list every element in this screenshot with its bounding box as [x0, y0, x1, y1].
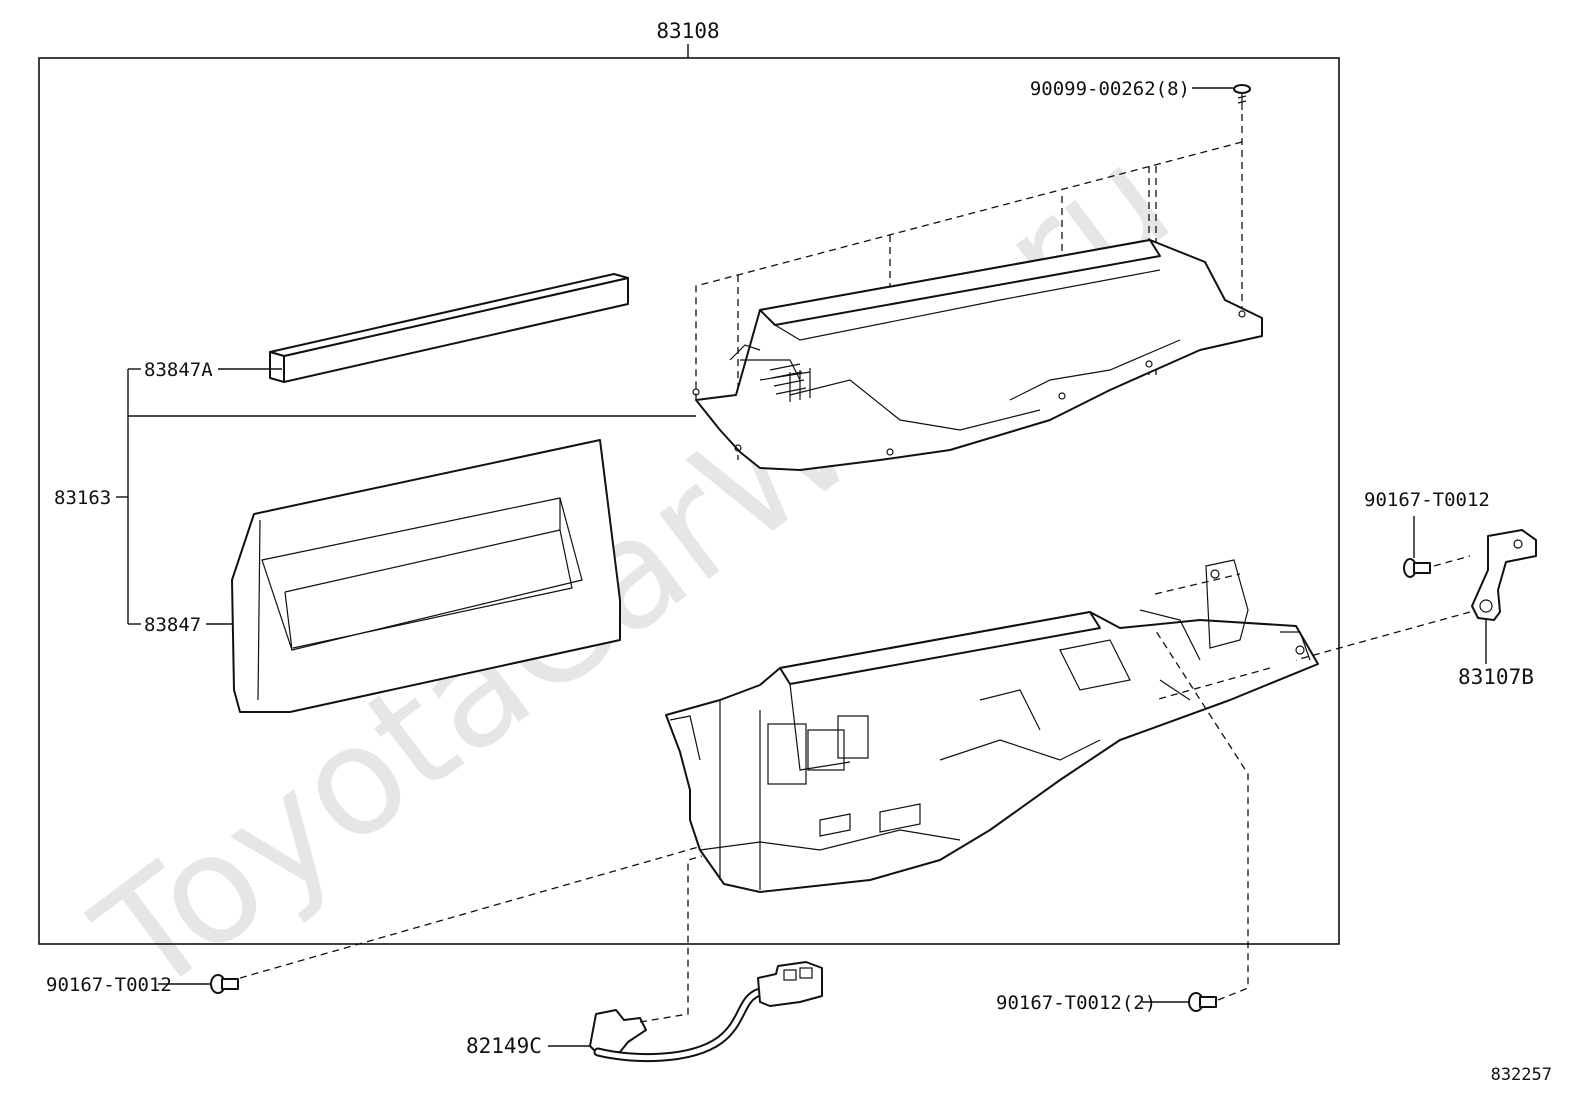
- screw-left-icon[interactable]: [210, 974, 239, 994]
- label-screw-bottom[interactable]: 90167-T0012(2): [996, 992, 1156, 1014]
- bracket-part[interactable]: [1471, 529, 1537, 621]
- label-wire-harness[interactable]: 82149C: [466, 1034, 542, 1058]
- lower-case-dashline-2: [1154, 667, 1271, 701]
- screw-right-dashline: [1433, 555, 1471, 567]
- screw-left-dashline: [239, 845, 703, 979]
- label-screw-top[interactable]: 90099-00262(8): [1030, 78, 1190, 100]
- assembly-frame: [38, 57, 1340, 945]
- label-pad-small[interactable]: 83847A: [144, 359, 213, 381]
- lower-case-dashline: [1154, 573, 1241, 595]
- screw-top-icon[interactable]: [1233, 84, 1251, 110]
- panel-group-bracket: [116, 368, 696, 625]
- window-panel-part[interactable]: [231, 439, 621, 713]
- screw-bottom-icon[interactable]: [1188, 992, 1217, 1012]
- upper-case-assembly[interactable]: [692, 239, 1263, 471]
- wire-harness-part[interactable]: [589, 961, 823, 1063]
- label-bracket[interactable]: 83107B: [1458, 665, 1534, 689]
- bracket-dashline: [1295, 611, 1471, 661]
- wire-harness-dashline: [639, 855, 703, 1023]
- pad-small-part[interactable]: [269, 273, 629, 383]
- screw-bottom-dashline: [1153, 627, 1249, 1001]
- lower-case-assembly[interactable]: [665, 559, 1319, 893]
- screw-right-icon[interactable]: [1403, 558, 1431, 578]
- diagram-number: 832257: [1491, 1065, 1552, 1085]
- label-panel-group[interactable]: 83163: [54, 487, 111, 509]
- label-assembly[interactable]: 83108: [656, 19, 719, 43]
- label-window-panel[interactable]: 83847: [144, 614, 201, 636]
- label-screw-left[interactable]: 90167-T0012: [46, 974, 172, 996]
- label-screw-right[interactable]: 90167-T0012: [1364, 489, 1490, 511]
